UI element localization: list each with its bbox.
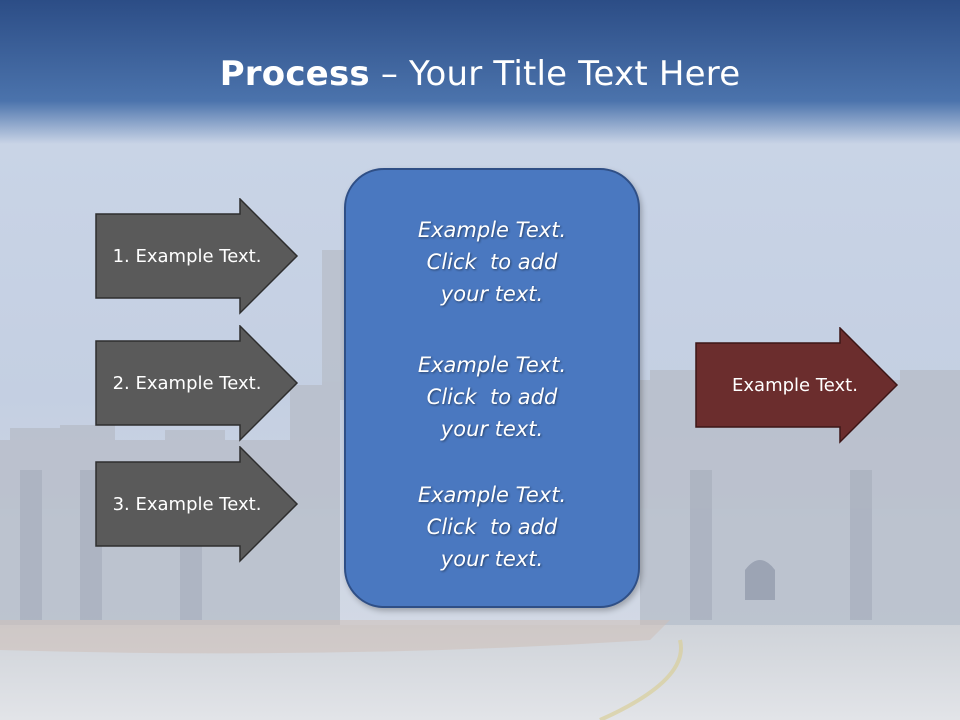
right-arrow-label: Example Text. (732, 375, 858, 396)
arrow-shape-icon (95, 446, 299, 563)
center-paragraph-3-line-2: Click to add (426, 515, 558, 539)
arrow-shape-icon (695, 327, 899, 444)
center-paragraph-2-line-2: Click to add (426, 385, 558, 409)
center-paragraph-1-line-1: Example Text. (417, 218, 567, 242)
center-paragraph-3-line-1: Example Text. (417, 483, 567, 507)
center-paragraph-1-line-3: your text. (440, 282, 544, 306)
center-text-box[interactable]: Example Text. Click to add your text. Ex… (344, 168, 640, 608)
center-paragraph-3: Example Text. Click to add your text. (346, 479, 638, 575)
slide-title[interactable]: Process – Your Title Text Here (0, 52, 960, 96)
center-paragraph-3-line-3: your text. (440, 547, 544, 571)
center-paragraph-2: Example Text. Click to add your text. (346, 349, 638, 445)
center-paragraph-2-line-3: your text. (440, 417, 544, 441)
arrow-shape-icon (95, 325, 299, 442)
center-paragraph-1: Example Text. Click to add your text. (346, 214, 638, 310)
left-arrow-1[interactable]: 1. Example Text. (95, 198, 299, 315)
center-paragraph-1-line-2: Click to add (426, 250, 558, 274)
left-arrow-2-label: 2. Example Text. (112, 373, 262, 394)
left-arrow-1-label: 1. Example Text. (112, 246, 262, 267)
right-arrow[interactable]: Example Text. (695, 327, 899, 444)
title-bold-text: Process (219, 54, 370, 94)
left-arrow-2[interactable]: 2. Example Text. (95, 325, 299, 442)
center-paragraph-2-line-1: Example Text. (417, 353, 567, 377)
left-arrow-3-label: 3. Example Text. (112, 494, 262, 515)
arrow-shape-icon (95, 198, 299, 315)
left-arrow-3[interactable]: 3. Example Text. (95, 446, 299, 563)
title-rest-text: – Your Title Text Here (369, 54, 741, 94)
